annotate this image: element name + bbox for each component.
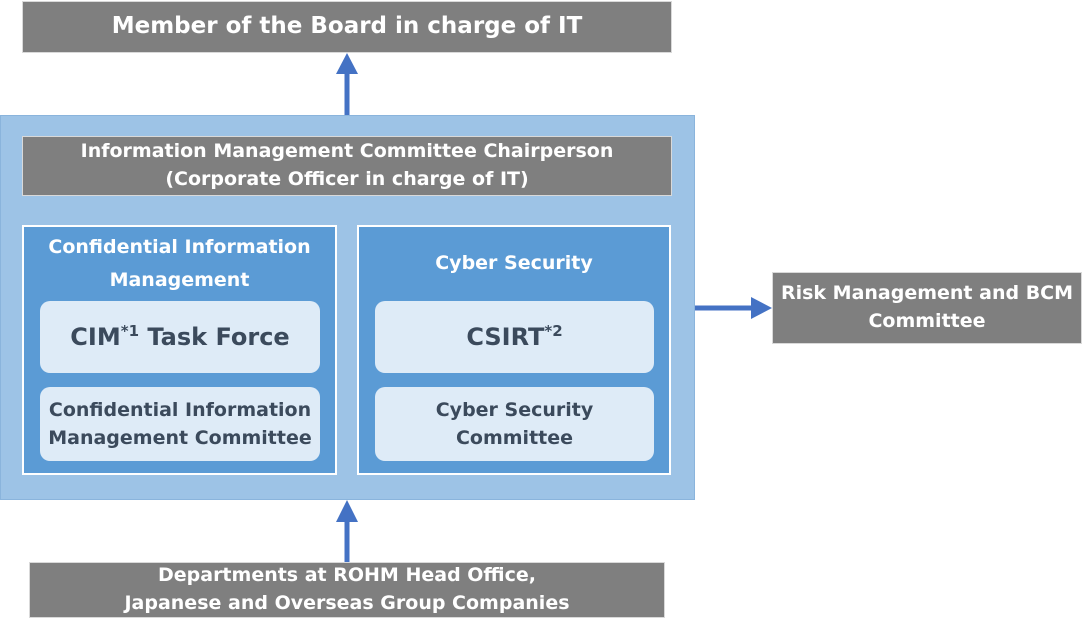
confidential-information-committee-box: Confidential Information Management Comm… bbox=[40, 387, 320, 461]
risk-management-line1: Risk Management and BCM bbox=[780, 282, 1074, 305]
chairperson-line2: (Corporate Officer in charge of IT) bbox=[165, 168, 529, 190]
arrow-up-to-board bbox=[336, 53, 358, 115]
confidential-information-committee-line2: Management Committee bbox=[48, 427, 312, 449]
confidential-information-title-line2: Management bbox=[109, 269, 250, 291]
csirt-box: CSIRT*2 bbox=[375, 301, 654, 373]
cyber-security-committee-line2: Committee bbox=[455, 427, 574, 449]
cyber-security-panel: Cyber Security CSIRT*2 Cyber Security Co… bbox=[357, 225, 671, 475]
departments-box: Departments at ROHM Head Office, Japanes… bbox=[29, 562, 665, 618]
cyber-security-committee-box: Cyber Security Committee bbox=[375, 387, 654, 461]
cim-task-force-box: CIM*1 Task Force bbox=[40, 301, 320, 373]
departments-line1: Departments at ROHM Head Office, bbox=[157, 564, 536, 587]
cyber-security-committee-line1: Cyber Security bbox=[435, 398, 594, 421]
arrow-up-from-departments bbox=[336, 500, 358, 562]
csirt-label: CSIRT*2 bbox=[466, 323, 562, 351]
chairperson-box: Information Management Committee Chairpe… bbox=[22, 136, 672, 196]
cim-task-force-suffix: Task Force bbox=[139, 323, 290, 351]
risk-management-box: Risk Management and BCM Committee bbox=[772, 272, 1082, 344]
cim-task-force-name: CIM bbox=[70, 323, 121, 351]
cim-task-force-footnote: *1 bbox=[120, 322, 140, 340]
chairperson-line1: Information Management Committee Chairpe… bbox=[80, 140, 614, 163]
departments-line2: Japanese and Overseas Group Companies bbox=[124, 592, 570, 614]
confidential-information-panel: Confidential Information Management CIM*… bbox=[22, 225, 337, 475]
board-member-box: Member of the Board in charge of IT bbox=[22, 1, 672, 53]
cyber-security-title-text: Cyber Security bbox=[435, 252, 593, 275]
risk-management-line2: Committee bbox=[868, 310, 986, 332]
cim-task-force-label: CIM*1 Task Force bbox=[70, 323, 289, 351]
cyber-security-title: Cyber Security bbox=[359, 231, 669, 297]
confidential-information-title: Confidential Information Management bbox=[24, 231, 335, 297]
confidential-information-committee-line1: Confidential Information bbox=[48, 398, 312, 421]
csirt-footnote: *2 bbox=[544, 322, 563, 340]
confidential-information-title-line1: Confidential Information bbox=[48, 235, 311, 258]
arrow-right-to-risk-management bbox=[695, 297, 772, 319]
csirt-name: CSIRT bbox=[466, 323, 545, 351]
board-member-label: Member of the Board in charge of IT bbox=[111, 13, 583, 40]
